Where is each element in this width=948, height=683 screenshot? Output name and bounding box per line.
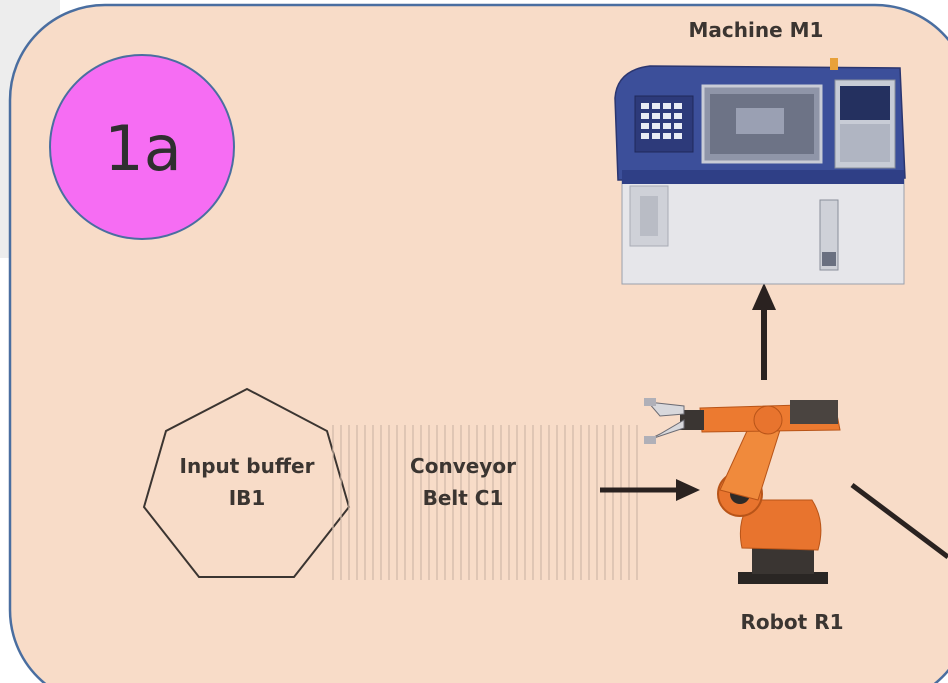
- conveyor-line1: Conveyor: [410, 454, 516, 478]
- robot-r1-image: [644, 398, 841, 584]
- arrow-robot-to-machine: [752, 283, 776, 380]
- input-buffer-line1: Input buffer: [179, 454, 315, 478]
- badge-label: 1a: [104, 111, 182, 185]
- badge-circle: [49, 54, 235, 240]
- input-buffer-line2: IB1: [228, 486, 266, 510]
- input-buffer-heptagon: [142, 387, 351, 578]
- machine-m1-label: Machine M1: [688, 18, 824, 42]
- conveyor-line2: Belt C1: [422, 486, 504, 510]
- input-buffer-label: Input buffer IB1: [150, 452, 344, 512]
- arrow-conveyor-to-robot: [600, 479, 700, 501]
- robot-r1-label: Robot R1: [740, 610, 844, 634]
- conveyor-belt: [332, 425, 638, 580]
- machine-m1-image: [614, 58, 906, 285]
- conveyor-label: Conveyor Belt C1: [398, 452, 528, 512]
- arrow-robot-to-right: [850, 483, 948, 559]
